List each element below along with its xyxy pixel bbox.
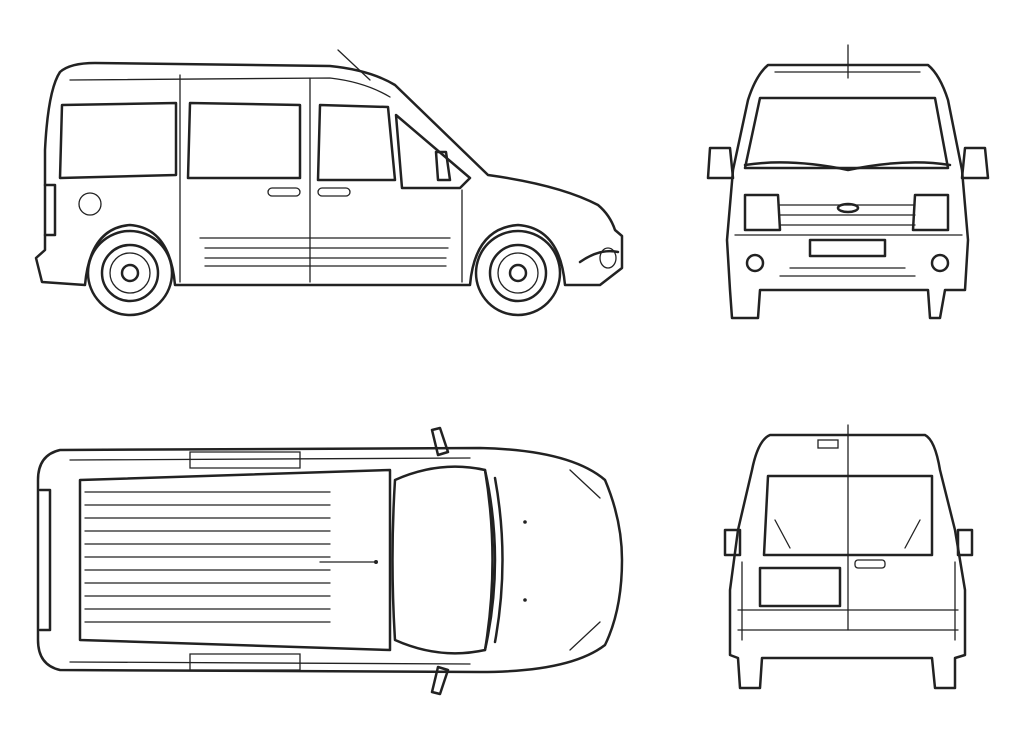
top-view xyxy=(36,426,624,696)
top-body-outline xyxy=(36,446,624,674)
badge xyxy=(836,202,860,214)
side-front-window xyxy=(394,113,472,190)
side-mirror xyxy=(434,150,452,182)
rear-left-light xyxy=(723,528,742,557)
rear-window xyxy=(762,474,934,557)
top-windshield xyxy=(391,465,494,655)
door-handle xyxy=(267,187,301,197)
rear-body-outline xyxy=(728,433,967,690)
right-mirror xyxy=(960,146,990,180)
rear-right-light xyxy=(956,528,974,557)
rear-wheel xyxy=(86,229,174,317)
left-mirror xyxy=(706,146,735,180)
brake-light xyxy=(817,439,839,449)
front-wheel xyxy=(474,229,562,317)
top-left-mirror xyxy=(430,426,450,457)
front-view xyxy=(706,44,990,320)
rear-door-handle xyxy=(854,559,886,569)
side-view xyxy=(34,49,624,317)
rear-view xyxy=(723,424,974,690)
windshield xyxy=(743,96,950,170)
front-body-outline xyxy=(725,63,970,320)
side-middle-window xyxy=(186,101,302,180)
side-rear-window xyxy=(58,101,178,180)
fuel-cap xyxy=(78,192,102,216)
side-antenna xyxy=(337,49,371,81)
side-body-outline xyxy=(34,61,624,287)
door-handle xyxy=(317,187,351,197)
rear-license-plate-recess xyxy=(758,566,842,608)
license-plate xyxy=(808,238,887,258)
top-right-mirror xyxy=(430,665,450,696)
side-slide-window xyxy=(316,103,397,182)
